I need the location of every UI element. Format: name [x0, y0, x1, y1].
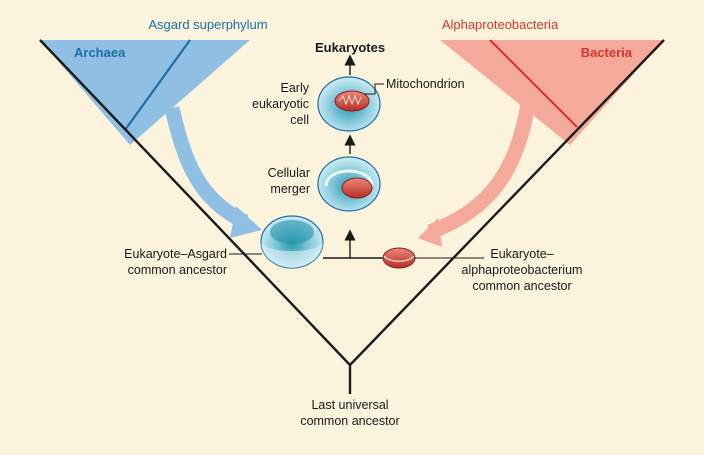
- mitochondrion-label: Mitochondrion: [386, 77, 465, 91]
- archaea-label: Archaea: [74, 45, 126, 60]
- asgard-arrow-head: [230, 206, 262, 238]
- archaea-wedge: [40, 40, 250, 145]
- asgard-ancestor-label-line2: common ancestor: [128, 263, 227, 277]
- bacteria-label: Bacteria: [581, 45, 633, 60]
- early-label-line1: Early: [281, 81, 310, 95]
- early-label-line2: eukaryotic: [252, 97, 309, 111]
- alpha-branch-line: [489, 39, 578, 128]
- eukaryotes-label: Eukaryotes: [315, 40, 385, 55]
- luca-label-line2: common ancestor: [300, 414, 399, 428]
- asgard-arrow-body: [164, 106, 249, 229]
- asgard-branch-line: [124, 39, 191, 131]
- alpha-arrow-head: [418, 218, 442, 247]
- asgard-label: Asgard superphylum: [148, 17, 267, 32]
- asgard-ancestor-cell: [260, 215, 324, 269]
- alpha-ancestor-label-line1: Eukaryote–: [490, 247, 553, 261]
- early-label-line3: cell: [290, 113, 309, 127]
- alpha-ancestor-label-line3: common ancestor: [472, 279, 571, 293]
- early-eukaryotic-cell: [317, 76, 381, 132]
- merger-label-line2: merger: [270, 182, 310, 196]
- asgard-ancestor-label-line1: Eukaryote–Asgard: [124, 247, 227, 261]
- alpha-arrow-body: [427, 89, 538, 240]
- merger-label-line1: Cellular: [268, 166, 310, 180]
- alpha-label: Alphaproteobacteria: [442, 17, 559, 32]
- mito-leader: [364, 83, 384, 95]
- bacteria-wedge: [440, 40, 664, 145]
- merger-cell: [317, 156, 381, 212]
- alpha-ancestor-cell: [382, 247, 416, 269]
- alpha-ancestor-label-line2: alphaproteobacterium: [462, 263, 583, 277]
- luca-label-line1: Last universal: [311, 398, 388, 412]
